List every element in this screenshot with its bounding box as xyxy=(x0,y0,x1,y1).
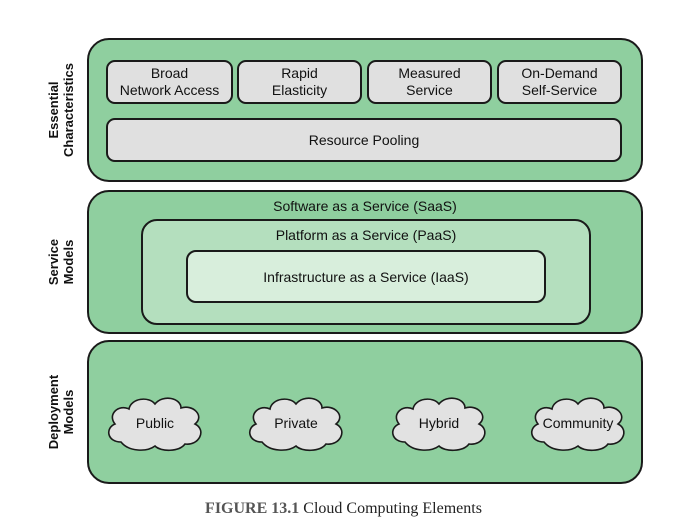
saas-label: Software as a Service (SaaS) xyxy=(273,198,457,214)
essential-characteristics-band: Broad Network Access Rapid Elasticity Me… xyxy=(87,38,643,182)
broad-network-access-label: Broad Network Access xyxy=(119,65,220,98)
iaas-label: Infrastructure as a Service (IaaS) xyxy=(263,268,469,285)
resource-pooling-box: Resource Pooling xyxy=(106,118,622,162)
private-cloud-icon xyxy=(249,397,343,452)
measured-service-label: Measured Service xyxy=(398,65,461,98)
deployment-models-text: Deployment Models xyxy=(46,374,76,450)
deployment-models-band: Public Private Hybrid Community xyxy=(87,340,643,484)
service-models-text: Service Models xyxy=(46,238,77,286)
community-cloud-icon xyxy=(531,397,625,452)
hybrid-label: Hybrid xyxy=(418,415,460,431)
community-cloud: Community xyxy=(522,390,634,456)
service-models-band: Software as a Service (SaaS) Platform as… xyxy=(87,190,643,334)
public-label: Public xyxy=(135,415,175,431)
private-cloud: Private xyxy=(240,390,352,456)
rapid-elasticity-box: Rapid Elasticity xyxy=(237,60,362,104)
on-demand-self-service-box: On-Demand Self-Service xyxy=(497,60,622,104)
figure-number: FIGURE 13.1 xyxy=(205,500,300,517)
figure-caption: FIGURE 13.1 Cloud Computing Elements xyxy=(0,500,687,518)
private-label: Private xyxy=(274,415,318,431)
deployment-models-label: Deployment Models xyxy=(40,340,82,484)
paas-label: Platform as a Service (PaaS) xyxy=(275,227,457,243)
public-cloud-icon xyxy=(108,397,202,452)
hybrid-cloud: Hybrid xyxy=(383,390,495,456)
paas-box: Platform as a Service (PaaS) Infrastruct… xyxy=(141,219,591,325)
broad-network-access-box: Broad Network Access xyxy=(106,60,233,104)
iaas-box: Infrastructure as a Service (IaaS) xyxy=(186,250,546,303)
essential-characteristics-label: Essential Characteristics xyxy=(40,38,82,182)
public-cloud: Public xyxy=(99,390,211,456)
community-label: Community xyxy=(542,415,614,431)
resource-pooling-label: Resource Pooling xyxy=(308,131,420,148)
on-demand-self-service-label: On-Demand Self-Service xyxy=(521,65,598,98)
essential-characteristics-text: Essential Characteristics xyxy=(46,63,77,157)
hybrid-cloud-icon xyxy=(392,397,486,452)
figure-title: Cloud Computing Elements xyxy=(299,500,482,517)
measured-service-box: Measured Service xyxy=(367,60,492,104)
service-models-label: Service Models xyxy=(40,190,82,334)
rapid-elasticity-label: Rapid Elasticity xyxy=(271,65,328,98)
